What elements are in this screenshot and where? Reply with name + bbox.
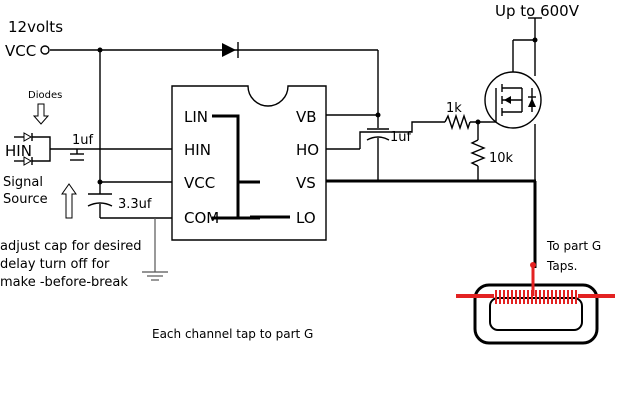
chip-pin-lin: LIN bbox=[184, 108, 208, 126]
chip-pin-ho: HO bbox=[296, 141, 319, 159]
hin-diode-join bbox=[32, 136, 51, 162]
hin-diode-lower-icon bbox=[23, 156, 33, 166]
resistor-10k-icon bbox=[470, 139, 486, 167]
hin-terminal-label: HIN bbox=[5, 142, 32, 160]
signal-label-line2: Source bbox=[3, 192, 48, 207]
mosfet-arrow-icon bbox=[504, 96, 511, 104]
transformer-core-outer bbox=[473, 283, 599, 345]
boot-cap-plate-bottom bbox=[366, 136, 390, 141]
chip-pin-lo: LO bbox=[296, 209, 316, 227]
res-10k-label: 10k bbox=[489, 151, 514, 166]
vcc-cap-label: 3.3uf bbox=[118, 197, 152, 212]
chip-pin-vb: VB bbox=[296, 108, 317, 126]
chip-pin-vcc: VCC bbox=[184, 174, 215, 192]
vcc-terminal-circle bbox=[40, 45, 50, 55]
adjust-arrow-up-icon bbox=[61, 183, 77, 219]
signal-label-line1: Signal bbox=[3, 175, 43, 190]
part-g-label-line1: To part G bbox=[546, 239, 601, 253]
high-voltage-label: Up to 600V bbox=[495, 2, 580, 20]
diodes-arrow-down-icon bbox=[32, 103, 50, 125]
supply-voltage-label: 12volts bbox=[8, 18, 63, 36]
adjust-note-line3: make -before-break bbox=[0, 275, 128, 290]
part-g-label-line2: Taps. bbox=[546, 259, 577, 273]
chip-pin-hin: HIN bbox=[184, 141, 211, 159]
bootstrap-diode-icon bbox=[222, 43, 236, 57]
footer-note: Each channel tap to part G bbox=[152, 327, 313, 341]
adjust-note-line1: adjust cap for desired bbox=[0, 239, 142, 254]
diodes-label: Diodes bbox=[28, 90, 62, 101]
input-cap-label: 1uf bbox=[72, 133, 94, 148]
lin-com-jumper bbox=[212, 114, 240, 220]
coil-winding-icon bbox=[495, 290, 577, 304]
chip-pin-vs: VS bbox=[296, 174, 316, 192]
res-1k-label: 1k bbox=[446, 101, 462, 116]
vcc-terminal-label: VCC bbox=[5, 42, 36, 60]
vcc-cap-junction bbox=[97, 179, 103, 185]
resistor-1k-icon bbox=[444, 113, 471, 131]
hin-diode-upper-icon bbox=[23, 132, 33, 142]
mosfet-body-diode-icon bbox=[528, 98, 536, 107]
vb-junction-dot bbox=[375, 112, 381, 118]
adjust-note-line2: delay turn off for bbox=[0, 257, 110, 272]
boot-cap-label: 1uf bbox=[390, 130, 412, 145]
gate-driver-chip bbox=[171, 85, 327, 241]
ho-route bbox=[359, 121, 445, 149]
chip-pin-com: COM bbox=[184, 209, 219, 227]
vcc-cap-plate-bottom bbox=[87, 202, 113, 207]
